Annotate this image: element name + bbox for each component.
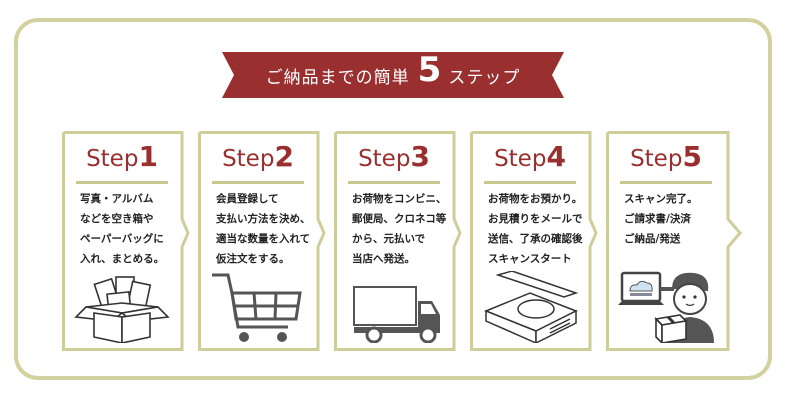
card-border	[198, 131, 326, 351]
step-card-4: Step4 お荷物をお預かり。 お見積りをメールで 送信、了承の確認後 スキャン…	[470, 131, 606, 351]
card-border	[334, 131, 462, 351]
step-description: お荷物をコンビニ、 郵便局、クロネコ等 から、元払いで 当店へ発送。	[352, 193, 447, 265]
ribbon-prefix: ご納品までの簡単	[265, 67, 410, 88]
step-title: Step3	[358, 140, 430, 173]
outer-frame	[14, 18, 772, 380]
step-title: Step2	[222, 140, 294, 173]
card-border	[62, 131, 190, 351]
card-border	[470, 131, 598, 351]
step-card-5: Step5 スキャン完了。 ご請求書/決済 ご納品/発送	[606, 131, 742, 351]
step-description: 会員登録して 支払い方法を決め、 適当な数量を入れて 仮注文をする。	[216, 193, 311, 265]
step-description: スキャン完了。 ご請求書/決済 ご納品/発送	[624, 193, 698, 245]
staff-with-laptop-and-box-icon	[618, 271, 714, 343]
ribbon-number: 5	[417, 50, 443, 90]
step-card-3: Step3 お荷物をコンビニ、 郵便局、クロネコ等 から、元払いで 当店へ発送。	[334, 131, 470, 351]
box-of-photos-icon	[74, 276, 170, 343]
ribbon-shape	[222, 52, 564, 98]
step-description: お荷物をお預かり。 お見積りをメールで 送信、了承の確認後 スキャンスタート	[488, 193, 583, 265]
title-underline	[620, 181, 712, 184]
step-description: 写真・アルバム などを空き箱や ペーパーバッグに 入れ、まとめる。	[80, 193, 165, 265]
scanner-icon	[484, 271, 579, 343]
header-ribbon: ご納品までの簡単 5 ステップ	[222, 52, 564, 98]
step-card-1: Step1 写真・アルバム などを空き箱や ペーパーバッグに 入れ、まとめる。	[62, 131, 198, 351]
shopping-cart-icon	[212, 273, 302, 342]
step-title: Step4	[494, 140, 566, 173]
card-border	[606, 131, 742, 351]
step-card-2: Step2 会員登録して 支払い方法を決め、 適当な数量を入れて 仮注文をする。	[198, 131, 334, 351]
title-underline	[348, 181, 440, 184]
ribbon-title: ご納品までの簡単 5 ステップ	[222, 52, 564, 98]
step-title: Step1	[86, 140, 158, 173]
step-title: Step5	[630, 140, 702, 173]
title-underline	[484, 181, 576, 184]
title-underline	[212, 181, 304, 184]
title-underline	[76, 181, 168, 184]
ribbon-suffix: ステップ	[448, 67, 521, 88]
delivery-truck-icon	[353, 286, 440, 343]
